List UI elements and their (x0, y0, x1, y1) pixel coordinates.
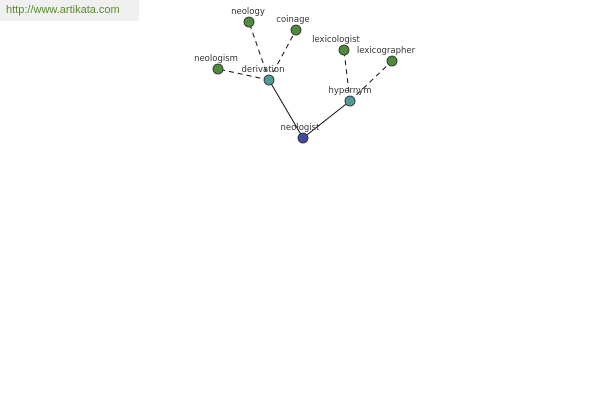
edge-derivation-coinage (268, 29, 297, 81)
node-hypernym[interactable] (344, 95, 356, 107)
node-coinage[interactable] (290, 24, 302, 36)
edge-hypernym-lexicographer (349, 60, 393, 102)
nodes-layer (212, 16, 398, 144)
node-neologist[interactable] (297, 132, 309, 144)
node-label-derivation: derivation (241, 65, 284, 75)
edge-neologist-hypernym (302, 100, 351, 139)
node-label-lexicographer: lexicographer (357, 46, 416, 56)
edges-layer (217, 21, 393, 139)
node-label-neologism: neologism (194, 54, 238, 64)
node-neologism[interactable] (212, 63, 224, 75)
labels-layer: neologist derivation hypernym neology coinag… (194, 7, 416, 133)
node-neology[interactable] (243, 16, 255, 28)
node-label-neology: neology (231, 7, 265, 17)
edge-derivation-neology (248, 21, 270, 81)
node-label-lexicologist: lexicologist (312, 35, 360, 45)
edge-neologist-derivation (268, 79, 304, 139)
node-lexicologist[interactable] (338, 44, 350, 56)
node-lexicographer[interactable] (386, 55, 398, 67)
node-label-hypernym: hypernym (328, 86, 371, 96)
node-derivation[interactable] (263, 74, 275, 86)
node-label-neologist: neologist (281, 123, 321, 133)
node-label-coinage: coinage (276, 15, 309, 25)
source-watermark: http://www.artikata.com (0, 0, 139, 21)
